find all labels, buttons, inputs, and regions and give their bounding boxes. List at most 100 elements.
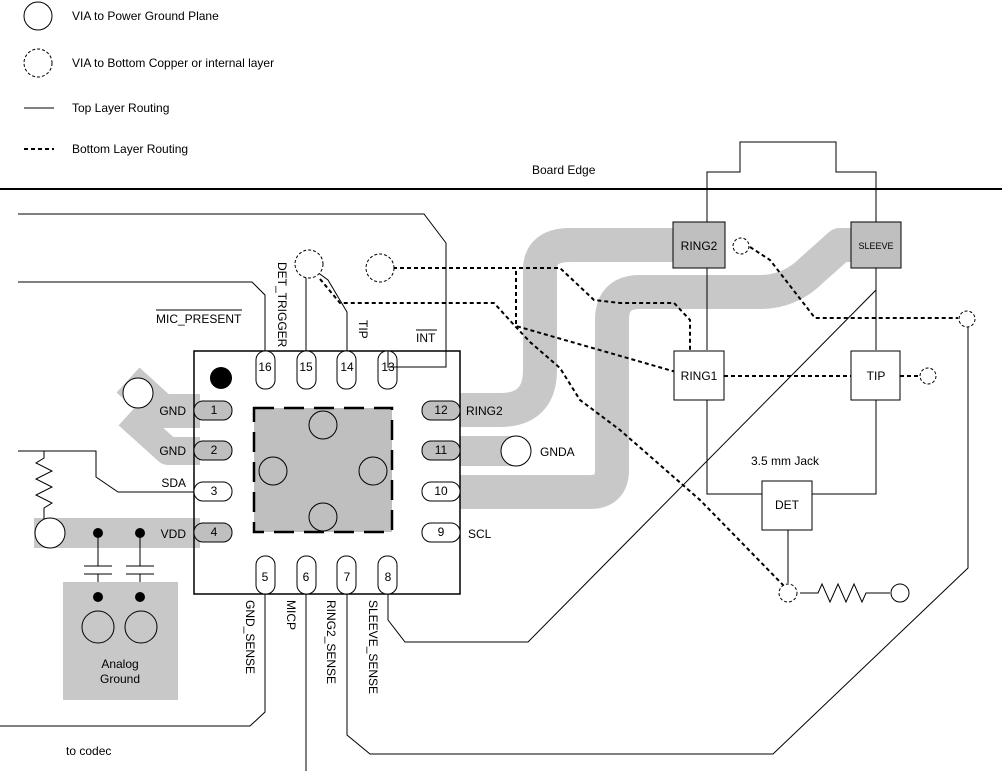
jack-ring2-box bbox=[672, 221, 726, 269]
pin-16-number: 16 bbox=[258, 360, 272, 374]
top-pins: 16 15 14 13 bbox=[255, 350, 398, 390]
pin-2-number: 2 bbox=[211, 443, 218, 457]
via-det-trigger bbox=[294, 249, 324, 279]
pin-5-number: 5 bbox=[262, 570, 269, 584]
via-power-ground-symbol bbox=[23, 1, 53, 31]
thermal-pad bbox=[252, 406, 394, 534]
label-sda: SDA bbox=[161, 476, 186, 490]
pin-3-number: 3 bbox=[211, 484, 218, 498]
route-ring2-sense bbox=[346, 320, 969, 755]
bottom-layer-routes bbox=[319, 246, 958, 589]
analog-ground-line1: Analog bbox=[101, 657, 138, 671]
pin-6-number: 6 bbox=[303, 570, 310, 584]
label-sleeve-sense: SLEEVE_SENSE bbox=[366, 600, 380, 694]
route-tip-bottom bbox=[393, 267, 691, 376]
analog-ground-line2: Ground bbox=[100, 672, 140, 686]
jack-sleeve-box bbox=[850, 221, 902, 269]
via-sleeve-sense bbox=[958, 310, 976, 328]
jack-det-label: DET bbox=[775, 498, 800, 512]
via-ag-right-front bbox=[124, 610, 158, 644]
sleeve-trace bbox=[460, 228, 880, 509]
label-ring2-sense: RING2_SENSE bbox=[324, 600, 338, 684]
label-det-trigger: DET_TRIGGER bbox=[275, 262, 289, 348]
pin1-marker bbox=[210, 367, 232, 389]
label-mic-present: MIC_PRESENT bbox=[156, 312, 242, 326]
pin-12-number: 12 bbox=[434, 403, 448, 417]
pin-10-pad bbox=[421, 481, 461, 502]
node bbox=[93, 528, 103, 538]
via-det-res bbox=[778, 583, 798, 603]
node-ag-right bbox=[135, 592, 145, 602]
ring2-trace bbox=[460, 228, 690, 427]
via-vdd bbox=[34, 517, 66, 549]
gnd2-trace bbox=[118, 404, 200, 465]
pin-9-number: 9 bbox=[438, 525, 445, 539]
pin-9-pad bbox=[421, 522, 461, 543]
jack-tip-box bbox=[850, 350, 901, 401]
jack-title: 3.5 mm Jack bbox=[751, 454, 820, 468]
node bbox=[135, 528, 145, 538]
legend-via-bottom: VIA to Bottom Copper or internal layer bbox=[72, 56, 274, 70]
pin-8-number: 8 bbox=[385, 570, 392, 584]
thermal-via bbox=[258, 456, 288, 486]
pin-12-pad bbox=[421, 400, 461, 421]
resistor-det bbox=[800, 582, 890, 604]
jack-ring1-label: RING1 bbox=[681, 369, 718, 383]
cap-right bbox=[126, 533, 154, 596]
legend-via-power-ground: VIA to Power Ground Plane bbox=[72, 9, 219, 23]
pin-15-number: 15 bbox=[299, 360, 313, 374]
jack-det-box bbox=[761, 480, 813, 531]
jack-ring2-label: RING2 bbox=[681, 239, 718, 253]
bottom-pins: 5 6 7 8 bbox=[255, 555, 398, 595]
via-ring2-bottom bbox=[732, 237, 750, 255]
route-tip-pin bbox=[312, 268, 348, 351]
to-codec-label: to codec bbox=[66, 744, 111, 758]
via-gnda bbox=[500, 435, 532, 467]
pin-1-pad bbox=[193, 400, 233, 421]
label-gnd1: GND bbox=[159, 404, 186, 418]
label-int: INT bbox=[416, 331, 436, 345]
top-layer-routes bbox=[0, 141, 969, 771]
pin-14-number: 14 bbox=[340, 360, 354, 374]
jack-ring1-det bbox=[706, 400, 762, 495]
resistor-sda bbox=[34, 451, 54, 519]
label-scl: SCL bbox=[468, 527, 492, 541]
route-ring2-via bbox=[749, 246, 958, 319]
thermal-via bbox=[308, 410, 338, 440]
route-sda bbox=[18, 450, 194, 493]
via-bottom-symbol bbox=[23, 48, 53, 78]
signal-labels: MIC_PRESENT DET_TRIGGER TIP INT GND GND … bbox=[156, 262, 575, 694]
label-micp: MICP bbox=[284, 600, 298, 630]
legend: VIA to Power Ground Plane VIA to Bottom … bbox=[23, 1, 274, 156]
thermal-vias bbox=[258, 410, 388, 532]
pin-2-pad bbox=[193, 440, 233, 461]
ic-body bbox=[193, 350, 461, 595]
pin-11-number: 11 bbox=[435, 443, 448, 457]
node-ag-left bbox=[93, 592, 103, 602]
via-tip-right bbox=[919, 367, 937, 385]
legend-bottom-routing: Bottom Layer Routing bbox=[72, 142, 188, 156]
via-gnd bbox=[122, 377, 154, 409]
board-edge-label: Board Edge bbox=[532, 163, 596, 177]
pin-1-number: 1 bbox=[211, 403, 218, 417]
jack-outline-top bbox=[706, 141, 877, 222]
right-pins: 12 11 10 9 bbox=[421, 400, 461, 543]
thermal-via bbox=[358, 456, 388, 486]
jack-sleeve-label: SLEEVE bbox=[858, 241, 893, 251]
route-mic-present bbox=[18, 281, 266, 351]
label-gnda: GNDA bbox=[540, 445, 575, 459]
analog-ground-plane bbox=[63, 582, 178, 700]
thermal-via bbox=[308, 502, 338, 532]
label-ring2: RING2 bbox=[466, 404, 503, 418]
cap-left bbox=[84, 533, 112, 596]
legend-top-routing: Top Layer Routing bbox=[72, 101, 169, 115]
via-ag-left-front bbox=[81, 610, 115, 644]
jack-ring1-box bbox=[673, 350, 725, 401]
jack-tip-det bbox=[812, 400, 877, 495]
pin-11-pad bbox=[421, 440, 461, 461]
label-vdd: VDD bbox=[161, 527, 187, 541]
jack: RING2 SLEEVE RING1 TIP DET 3.5 mm Jack bbox=[672, 221, 902, 531]
label-gnd-sense: GND_SENSE bbox=[243, 600, 257, 674]
via-resistor-end bbox=[890, 583, 910, 603]
